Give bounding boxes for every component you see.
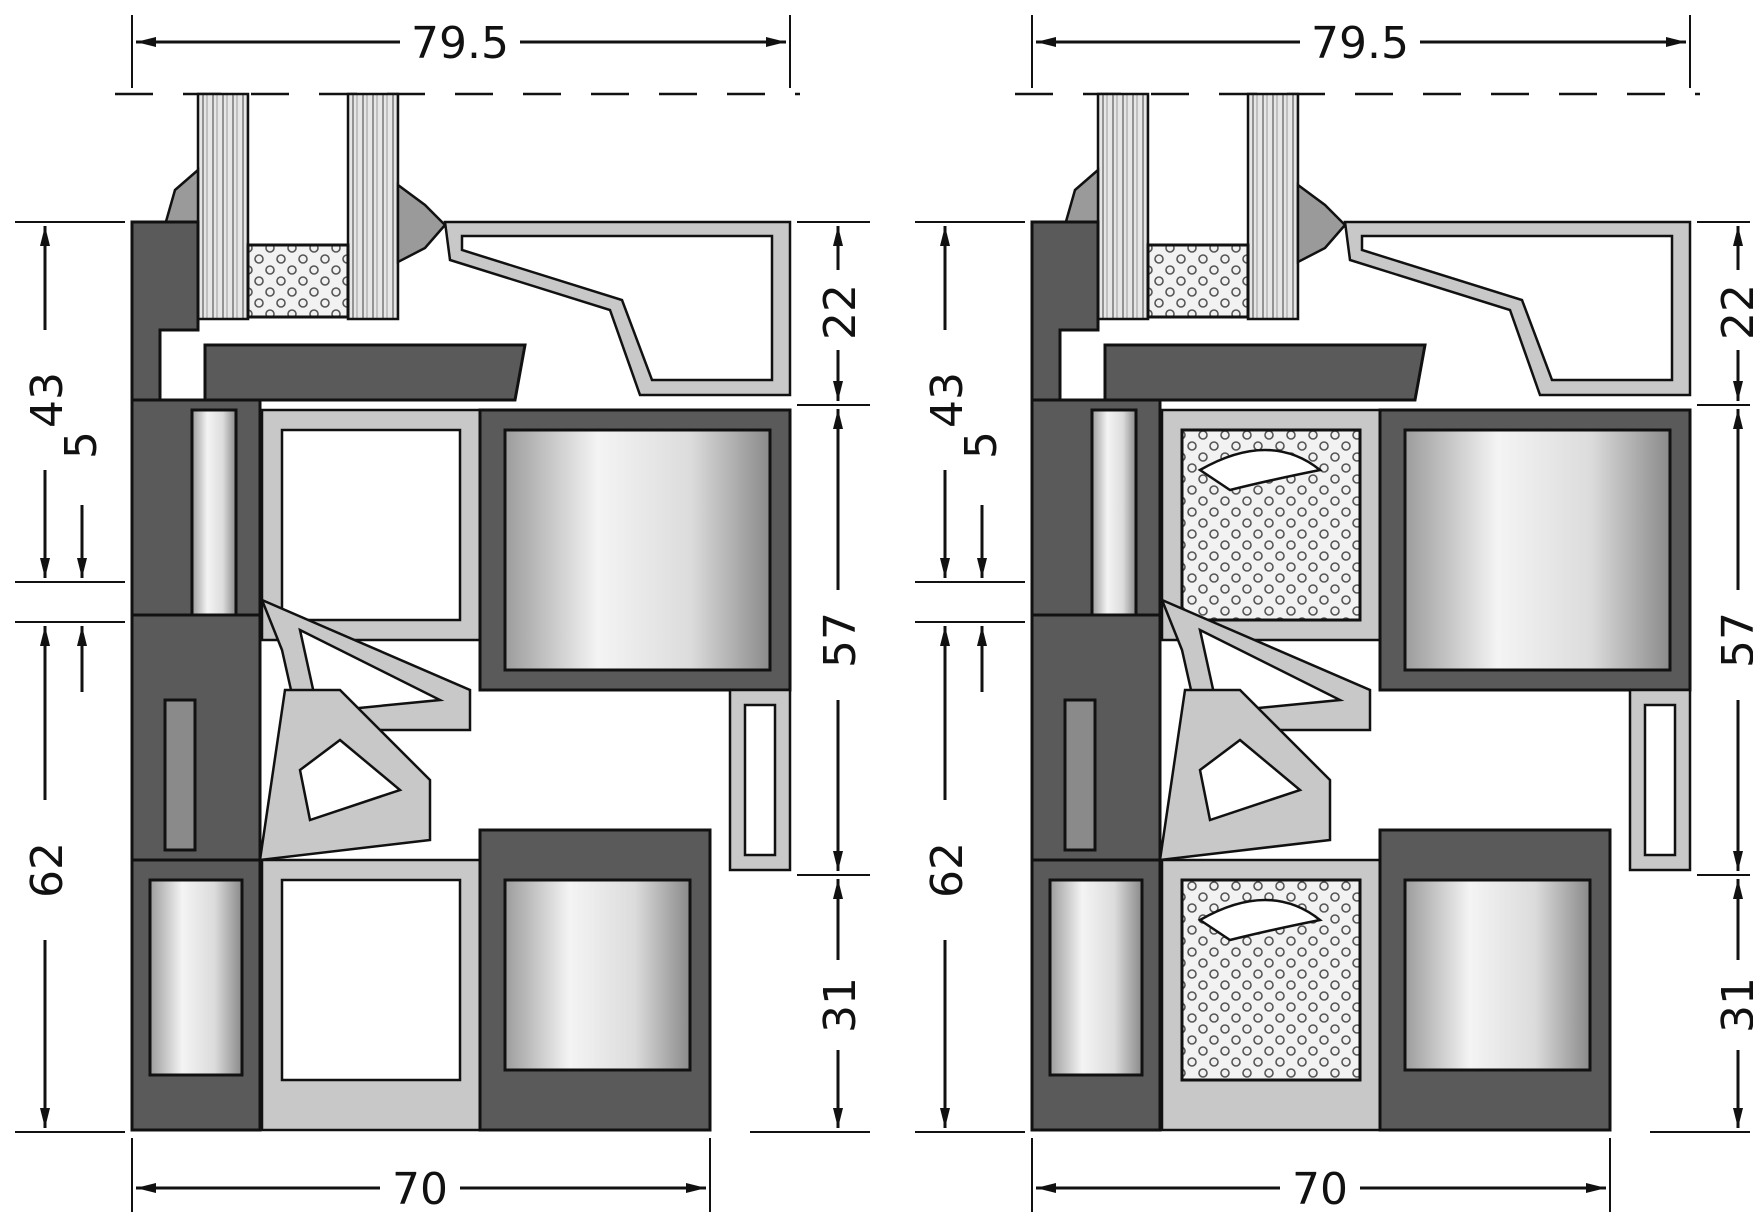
dim-left-upper: 43 bbox=[922, 372, 973, 428]
glass-pane-inner bbox=[1246, 92, 1300, 321]
dim-top-width: 79.5 bbox=[411, 18, 509, 69]
profile-geometry bbox=[1015, 92, 1700, 1132]
reinforcement-bar-left-upper bbox=[190, 408, 238, 624]
dim-right-lower: 31 bbox=[1713, 977, 1753, 1033]
glazing-gasket-inner bbox=[396, 182, 447, 265]
dim-right-upper: 22 bbox=[815, 284, 866, 340]
glass-spacer bbox=[1146, 243, 1250, 319]
dim-right-lower: 31 bbox=[815, 977, 866, 1033]
sash-top-seal bbox=[203, 343, 527, 402]
dim-right-upper: 22 bbox=[1713, 284, 1753, 340]
reinforcement-bar-lower bbox=[1403, 878, 1592, 1072]
glass-pane-outer bbox=[196, 92, 250, 321]
profile-section-left: 79.5 70 43 5 62 bbox=[15, 15, 870, 1215]
dim-bottom-width: 70 bbox=[392, 1164, 448, 1215]
dim-bottom-width: 70 bbox=[1292, 1164, 1348, 1215]
reinforcement-bar-lower bbox=[503, 878, 692, 1072]
dim-left-lower: 62 bbox=[22, 842, 73, 898]
dim-top-width: 79.5 bbox=[1311, 18, 1409, 69]
dim-left-gap: 5 bbox=[56, 431, 107, 459]
dimensions-left: 79.5 70 43 5 62 bbox=[15, 15, 870, 1215]
dim-left-gap: 5 bbox=[956, 431, 1007, 459]
glazing-gasket-inner bbox=[1296, 182, 1347, 265]
dim-left-lower: 62 bbox=[922, 842, 973, 898]
reinforcement-bar-left-lower bbox=[148, 878, 244, 1077]
sash-top-seal bbox=[1103, 343, 1427, 402]
dim-right-middle: 57 bbox=[1713, 612, 1753, 668]
reinforcement-bar-left-upper bbox=[1090, 408, 1138, 624]
profile-geometry bbox=[115, 92, 800, 1132]
profile-section-right: 79.5 70 43 5 62 22 bbox=[915, 15, 1753, 1215]
dim-left-upper: 43 bbox=[22, 372, 73, 428]
glass-spacer bbox=[246, 243, 350, 319]
reinforcement-bar-upper bbox=[503, 428, 772, 672]
reinforcement-bar-upper bbox=[1403, 428, 1672, 672]
glass-pane-inner bbox=[346, 92, 400, 321]
reinforcement-bar-left-lower bbox=[1048, 878, 1144, 1077]
dim-right-middle: 57 bbox=[815, 612, 866, 668]
dimensions-right: 79.5 70 43 5 62 22 bbox=[915, 15, 1753, 1215]
glass-pane-outer bbox=[1096, 92, 1150, 321]
